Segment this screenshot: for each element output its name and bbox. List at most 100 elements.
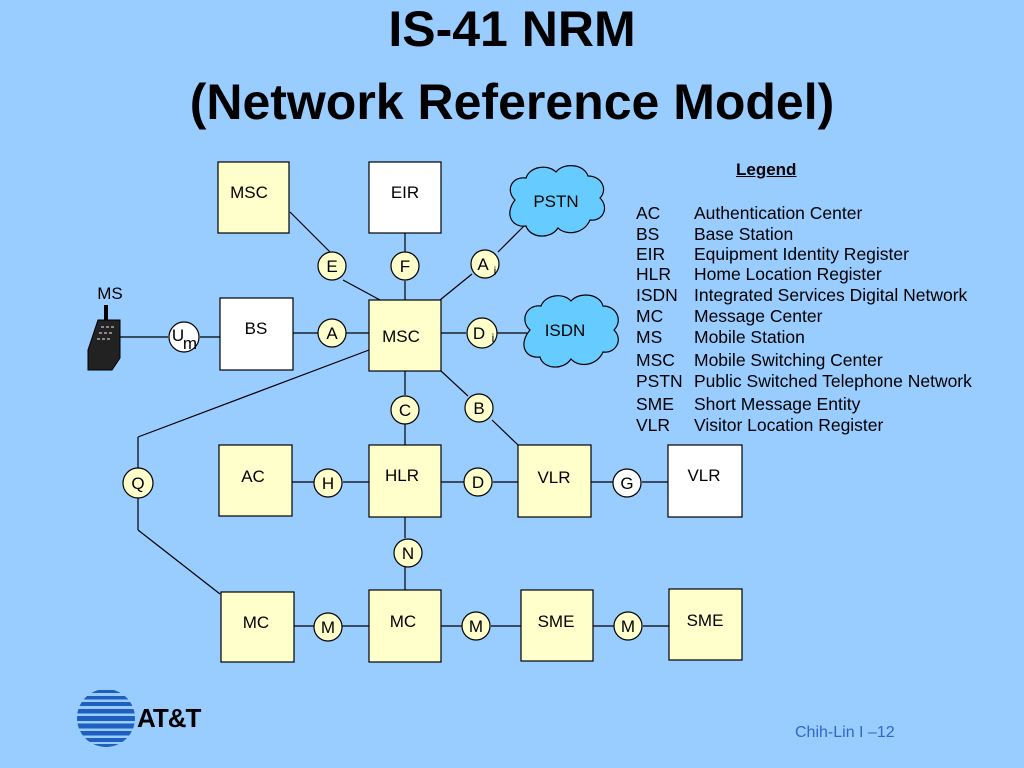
iface-ai-label: A	[477, 255, 489, 274]
legend-desc: Mobile Station	[694, 327, 805, 347]
pstn-cloud-icon	[509, 165, 605, 237]
legend-desc: Home Location Register	[694, 264, 882, 284]
iface-b-label: B	[473, 399, 484, 418]
legend-desc: Visitor Location Register	[694, 415, 884, 435]
legend-abbr: ISDN	[636, 285, 678, 305]
iface-d-label: D	[472, 473, 484, 492]
line-b-vlr	[491, 419, 519, 446]
node-vlr2	[667, 444, 743, 518]
line-msc-top-e	[289, 211, 331, 253]
iface-n-label: N	[402, 544, 414, 563]
iface-m3-circle	[613, 611, 643, 641]
legend-item: MSC Mobile Switching Center	[636, 350, 883, 371]
legend-desc: Mobile Switching Center	[694, 350, 883, 370]
legend-abbr: AC	[636, 203, 661, 223]
label-pstn: PSTN	[533, 192, 578, 211]
footer-page-label: Chih-Lin I –12	[795, 724, 895, 741]
legend-abbr: EIR	[636, 244, 666, 264]
iface-m2-circle	[461, 611, 491, 641]
node-sme1	[520, 589, 594, 662]
label-msc-top: MSC	[230, 183, 268, 202]
iface-m2-label: M	[469, 617, 483, 636]
label-mc1: MC	[243, 613, 269, 632]
att-globe-icon	[77, 690, 135, 747]
iface-c-circle	[390, 395, 420, 425]
line-msc-b	[440, 370, 469, 397]
iface-um-circle	[168, 321, 200, 353]
legend-item: PSTN Public Switched Telephone Network	[636, 371, 972, 392]
iface-q-circle	[122, 467, 154, 499]
legend-title: Legend	[736, 160, 797, 179]
iface-d-circle	[463, 467, 493, 497]
iface-di-subscript: i	[492, 331, 495, 345]
node-sme2	[668, 588, 743, 661]
iface-h-label: H	[322, 474, 334, 493]
iface-di-label: D	[473, 324, 485, 343]
label-sme1: SME	[538, 612, 575, 631]
label-mc2: MC	[390, 612, 416, 631]
node-hlr	[368, 444, 442, 518]
legend-item: VLR Visitor Location Register	[636, 415, 883, 436]
line-ai-msc	[439, 273, 473, 301]
line-q-mc	[137, 529, 221, 595]
connection-lines	[120, 211, 669, 627]
iface-e-circle	[317, 251, 347, 281]
iface-h-circle	[313, 468, 343, 498]
iface-m1-label: M	[321, 618, 335, 637]
label-hlr: HLR	[385, 466, 419, 485]
iface-g-circle	[612, 468, 642, 498]
slide-title-line1: IS-41 NRM	[388, 1, 636, 57]
iface-um-subscript: m	[183, 334, 197, 353]
node-msc-top	[217, 161, 290, 234]
legend-abbr: HLR	[636, 264, 672, 284]
legend-desc: Integrated Services Digital Network	[694, 285, 968, 305]
node-boxes	[217, 161, 743, 663]
label-vlr2: VLR	[687, 466, 720, 485]
iface-n-circle	[393, 538, 423, 568]
node-mc1	[220, 591, 295, 663]
legend-abbr: SME	[636, 394, 674, 414]
legend-abbr: MSC	[636, 350, 675, 370]
legend-desc: Equipment Identity Register	[694, 244, 909, 264]
legend-desc: Public Switched Telephone Network	[694, 371, 972, 391]
att-logo-text: AT&T	[137, 703, 201, 733]
legend-desc: Message Center	[694, 306, 823, 326]
label-bs: BS	[245, 319, 268, 338]
node-bs	[219, 297, 294, 371]
legend-item: ISDN Integrated Services Digital Network	[636, 285, 967, 306]
iface-di-circle	[466, 317, 498, 349]
mobile-phone-icon	[87, 305, 121, 371]
label-msc-center: MSC	[382, 327, 420, 346]
node-eir	[368, 161, 442, 234]
legend-abbr: PSTN	[636, 371, 683, 391]
label-ms: MS	[97, 284, 123, 303]
iface-um-label: U	[172, 326, 184, 345]
node-vlr1	[517, 444, 592, 518]
legend-abbr: MC	[636, 306, 664, 326]
legend-item: MC Message Center	[636, 306, 822, 327]
interface-circles	[122, 249, 643, 642]
legend-item: EIR Equipment Identity Register	[636, 244, 909, 265]
iface-g-label: G	[620, 474, 633, 493]
legend-item: HLR Home Location Register	[636, 264, 882, 285]
iface-m3-label: M	[621, 617, 635, 636]
iface-m1-circle	[313, 612, 343, 642]
label-isdn: ISDN	[545, 321, 586, 340]
legend-abbr: VLR	[636, 415, 671, 435]
line-msc-q	[137, 349, 370, 438]
label-vlr1: VLR	[537, 468, 570, 487]
iface-b-circle	[464, 393, 494, 423]
legend-desc: Base Station	[694, 224, 794, 244]
iface-c-label: C	[399, 401, 411, 420]
legend-desc: Authentication Center	[694, 203, 863, 223]
slide-title-line2: (Network Reference Model)	[189, 74, 835, 130]
iface-e-label: E	[326, 257, 337, 276]
iface-f-label: F	[400, 257, 410, 276]
line-pstn-ai	[497, 221, 529, 253]
iface-ai-subscript: i	[494, 264, 497, 278]
iface-a-circle	[317, 318, 347, 348]
